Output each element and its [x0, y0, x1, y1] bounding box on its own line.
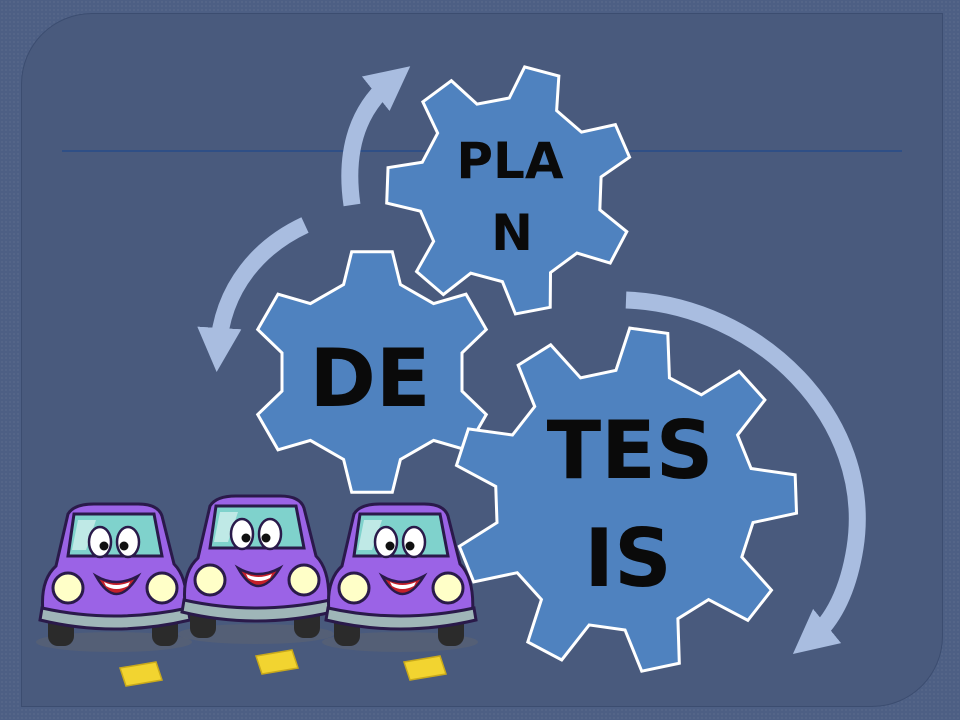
gear-de-label: DE	[309, 332, 430, 425]
cartoon-car-icon	[176, 494, 336, 646]
gear-de	[255, 250, 489, 494]
cartoon-car-icon	[34, 502, 194, 654]
road-marking-icon	[119, 661, 163, 687]
gear-tesis-label-line2: IS	[584, 512, 671, 605]
gear-plan-label-line2: N	[491, 204, 533, 262]
gear-tesis	[454, 326, 799, 673]
cycle-arrow-top	[341, 66, 411, 207]
gear-plan	[385, 65, 632, 316]
cycle-arrow-right	[625, 291, 866, 655]
cartoon-car-icon	[320, 502, 480, 654]
gear-tesis-label-line1: TES	[547, 404, 714, 497]
road-marking-icon	[255, 649, 299, 675]
gear-plan-label-line1: PLA	[456, 132, 564, 190]
road-marking-icon	[403, 655, 447, 681]
cycle-arrow-left	[197, 217, 309, 373]
